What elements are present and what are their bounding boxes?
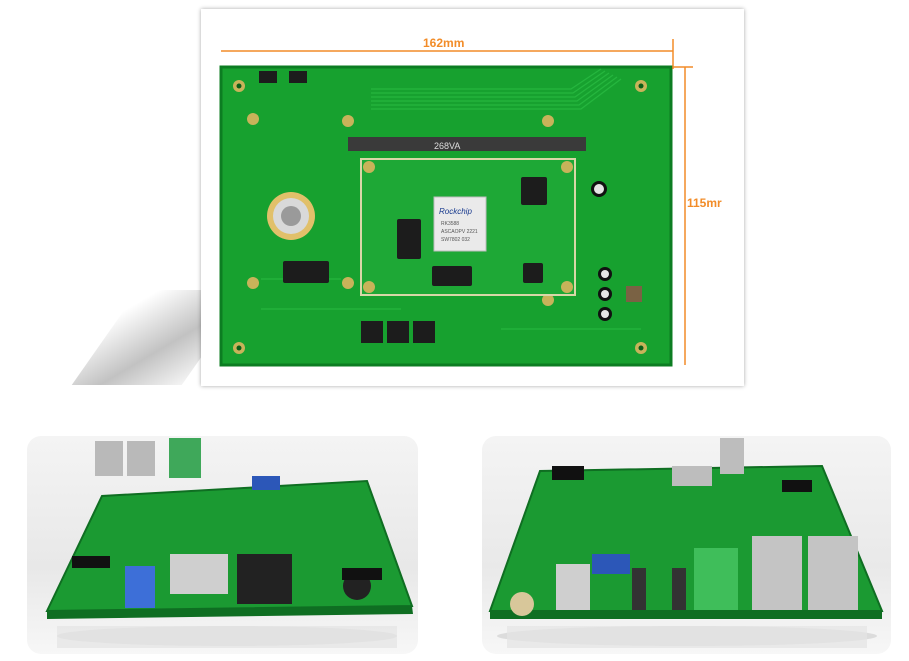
bottom-left-board-illustration bbox=[45, 438, 414, 648]
height-label: 115mr bbox=[687, 196, 722, 210]
top-board-photo: 268VA Rockchip RK3588 ASCAOPV 2221 SW780… bbox=[219, 36, 722, 367]
bottom-right-board-photo bbox=[482, 436, 891, 654]
bottom-right-board-illustration bbox=[488, 438, 884, 648]
ic-chips bbox=[259, 71, 547, 343]
width-label: 162mm bbox=[423, 36, 464, 50]
sodimm-slot bbox=[348, 137, 586, 151]
soc-brand: Rockchip bbox=[439, 207, 472, 216]
slot-label: 268VA bbox=[434, 141, 460, 151]
soc-line-2: ASCAOPV 2221 bbox=[441, 229, 478, 235]
soc-chip bbox=[433, 196, 487, 252]
top-board-photo-frame: 268VA Rockchip RK3588 ASCAOPV 2221 SW780… bbox=[201, 9, 744, 386]
capacitors bbox=[591, 181, 642, 321]
soc-line-1: RK3588 bbox=[441, 221, 459, 227]
soc-line-3: SW7802 032 bbox=[441, 237, 470, 243]
bottom-left-board-photo bbox=[27, 436, 418, 654]
